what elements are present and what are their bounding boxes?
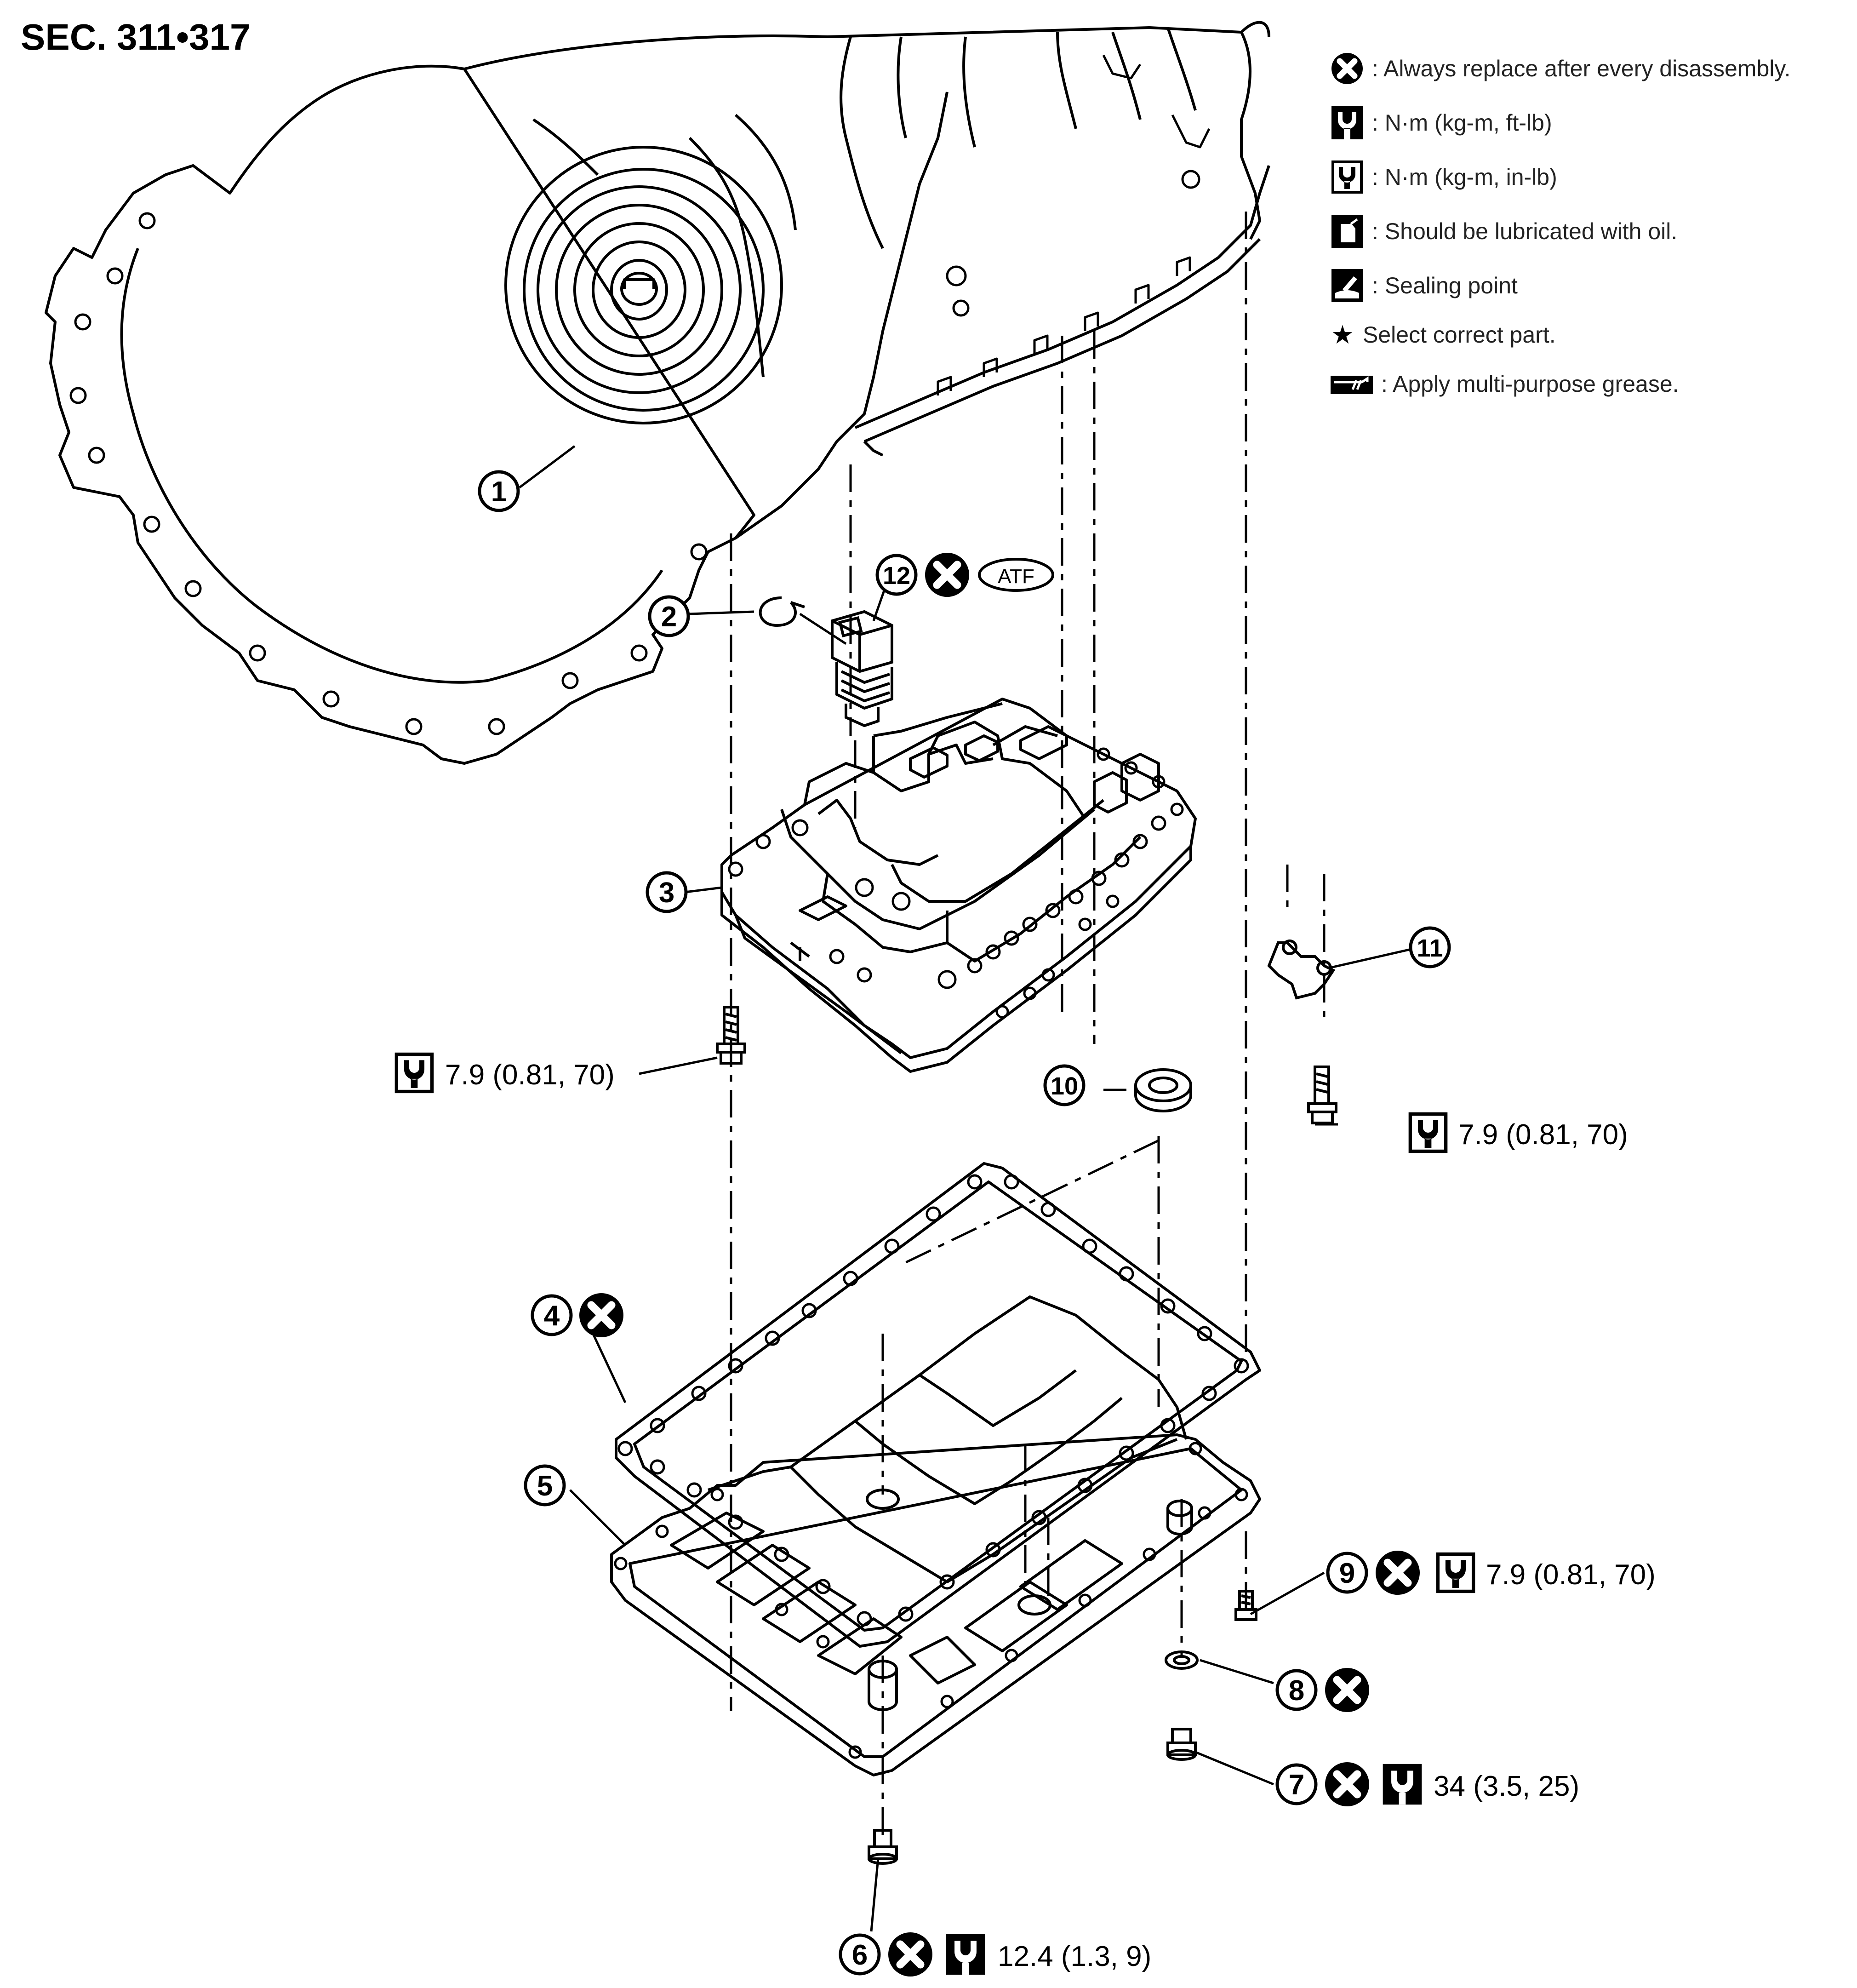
- torque-label-valve-body: 7.9 (0.81, 70): [394, 1052, 615, 1094]
- replace-icon: [1325, 1668, 1369, 1712]
- legend: : Always replace after every disassembly…: [1329, 41, 1844, 411]
- torque-in-lb-icon: [394, 1052, 434, 1094]
- snap-ring: [759, 596, 805, 627]
- callout-number: 9: [1339, 1558, 1355, 1589]
- atf-badge: [978, 558, 1054, 592]
- callout-7: 7 34 (3.5, 25): [1275, 1762, 1579, 1806]
- drain-plug-gasket: [1165, 1650, 1199, 1670]
- callout-12: 12 ATF: [875, 553, 1054, 597]
- pan-bolt: [1234, 1590, 1257, 1621]
- terminal-cord-assembly: [831, 610, 893, 728]
- torque-value: 7.9 (0.81, 70): [445, 1059, 615, 1091]
- seal-ring: [1134, 1068, 1192, 1112]
- torque-value: 7.9 (0.81, 70): [1486, 1559, 1656, 1591]
- callout-4: 4: [531, 1293, 623, 1337]
- callout-10: 10: [1043, 1064, 1086, 1106]
- part-callouts: 1 2 12 ATF 3 11 10 4: [394, 470, 1656, 1977]
- callout-2: 2: [648, 595, 690, 637]
- grease-icon: [1331, 376, 1373, 394]
- legend-row-replace: : Always replace after every disassembly…: [1329, 41, 1844, 96]
- legend-row-oil: : Should be lubricated with oil.: [1329, 204, 1844, 258]
- replace-icon: [579, 1293, 623, 1337]
- replace-icon: [1376, 1551, 1420, 1595]
- legend-row-grease: : Apply multi-purpose grease.: [1329, 357, 1844, 411]
- callout-number: 2: [661, 601, 677, 633]
- legend-text: : Apply multi-purpose grease.: [1381, 371, 1679, 397]
- torque-ft-lb-icon: [1383, 1764, 1422, 1805]
- callout-number: 12: [883, 562, 910, 590]
- valve-body-bolt: [716, 1006, 746, 1065]
- replace-icon: [1331, 53, 1363, 84]
- oil-pan: [610, 1295, 1261, 1776]
- section-title: SEC. 311•317: [21, 17, 251, 57]
- callout-number: 10: [1051, 1072, 1078, 1100]
- callout-number: 6: [852, 1939, 868, 1971]
- replace-icon: [1325, 1762, 1369, 1806]
- callout-8: 8: [1275, 1668, 1369, 1712]
- torque-value: 34 (3.5, 25): [1434, 1770, 1579, 1802]
- oil-can-icon: [1331, 215, 1363, 248]
- control-valve-assembly: [720, 698, 1197, 1073]
- replace-icon: [888, 1932, 932, 1977]
- legend-text: Select correct part.: [1363, 322, 1556, 348]
- callout-number: 7: [1289, 1769, 1304, 1801]
- replace-icon: [925, 553, 969, 597]
- legend-row-sealing: : Sealing point: [1329, 258, 1844, 313]
- transmission-assembly: [45, 21, 1270, 765]
- callout-11: 11: [1409, 926, 1451, 968]
- atf-label: ATF: [998, 565, 1034, 588]
- callout-number: 8: [1289, 1675, 1304, 1707]
- drain-plug-side: [1166, 1728, 1197, 1761]
- oil-pan-gasket: [615, 1162, 1261, 1648]
- star-icon: ★: [1331, 320, 1354, 349]
- callout-number: 3: [659, 877, 674, 909]
- callout-3: 3: [646, 871, 688, 913]
- legend-text: : Always replace after every disassembly…: [1372, 56, 1791, 81]
- torque-ft-lb-icon: [1331, 106, 1363, 139]
- callout-number: 4: [544, 1300, 560, 1332]
- callout-1: 1: [478, 470, 520, 512]
- torque-label-bracket: 7.9 (0.81, 70): [1408, 1112, 1628, 1153]
- legend-text: : N·m (kg-m, in-lb): [1372, 164, 1557, 190]
- legend-row-torque-in-lb: : N·m (kg-m, in-lb): [1329, 150, 1844, 204]
- legend-text: : Should be lubricated with oil.: [1372, 218, 1678, 244]
- callout-9: 9 7.9 (0.81, 70): [1326, 1551, 1656, 1595]
- torque-in-lb-icon: [1436, 1552, 1475, 1593]
- callout-number: 11: [1417, 934, 1443, 962]
- torque-value: 7.9 (0.81, 70): [1458, 1119, 1628, 1151]
- callout-5: 5: [524, 1464, 566, 1507]
- torque-in-lb-icon: [1331, 160, 1363, 194]
- torque-in-lb-icon: [1408, 1112, 1448, 1153]
- callout-6: 6 12.4 (1.3, 9): [839, 1932, 1151, 1977]
- torque-value: 12.4 (1.3, 9): [998, 1941, 1151, 1972]
- callout-number: 1: [491, 476, 507, 508]
- torque-ft-lb-icon: [946, 1934, 985, 1975]
- drain-plug-bottom: [868, 1829, 898, 1865]
- legend-row-select-part: ★ Select correct part.: [1329, 313, 1844, 357]
- legend-text: : N·m (kg-m, ft-lb): [1372, 110, 1552, 136]
- callout-number: 5: [537, 1470, 553, 1502]
- legend-text: : Sealing point: [1372, 273, 1518, 298]
- leader-lines: [519, 445, 1410, 1932]
- bracket-bolt: [1307, 1066, 1337, 1124]
- legend-row-torque-ft-lb: : N·m (kg-m, ft-lb): [1329, 96, 1844, 150]
- sealing-point-icon: [1331, 269, 1363, 302]
